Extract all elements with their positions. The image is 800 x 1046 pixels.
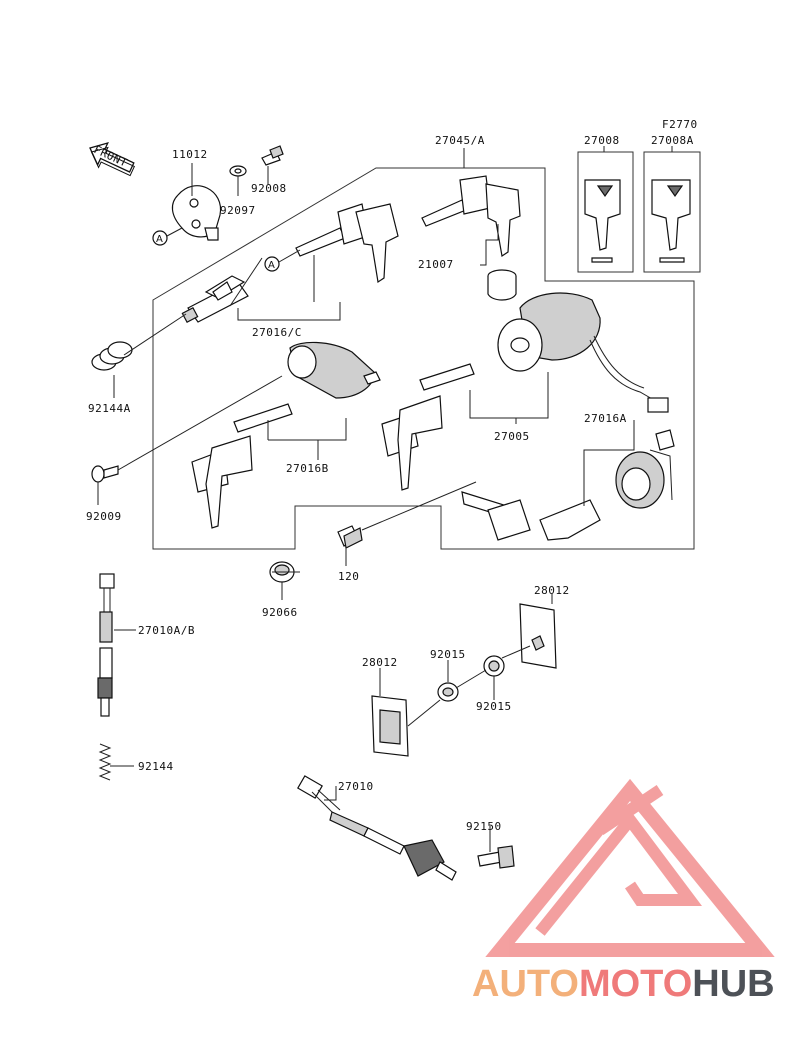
front-direction-arrow	[89, 142, 136, 177]
svg-text:A: A	[156, 234, 163, 245]
callout-labels: 11012 92008 92097 27045/A 27008 27008A 2…	[86, 134, 694, 833]
part-keys-27016c	[295, 203, 399, 284]
part-key-blank-27008	[584, 179, 621, 263]
part-keys-27005	[381, 363, 475, 491]
part-cover-plate-11012	[171, 185, 222, 241]
callout-92015-top: 92015	[430, 648, 466, 661]
part-keys-27016a	[461, 491, 601, 541]
callout-27016a: 27016A	[584, 412, 627, 425]
part-keys-27045a	[421, 175, 521, 258]
part-screw-92008	[261, 145, 284, 166]
callout-11012: 11012	[172, 148, 208, 161]
callout-27010: 27010	[338, 780, 374, 793]
callout-92144: 92144	[138, 760, 174, 773]
callout-92066: 92066	[262, 606, 298, 619]
reference-mark-a-1: A	[152, 230, 168, 246]
part-screw-92009	[91, 465, 119, 483]
svg-text:A: A	[268, 260, 275, 271]
watermark-logo	[485, 778, 775, 957]
main-assembly-frame	[152, 167, 695, 550]
part-plate-28012-left	[371, 695, 409, 757]
callout-27008: 27008	[584, 134, 620, 147]
part-switch-27010ab	[97, 573, 115, 717]
callout-92097: 92097	[220, 204, 256, 217]
callout-92009: 92009	[86, 510, 122, 523]
callout-92015-bottom: 92015	[476, 700, 512, 713]
reference-mark-a-2: A	[264, 256, 280, 272]
callout-27045a: 27045/A	[435, 134, 485, 147]
part-cap-21007	[487, 269, 517, 301]
callout-27005: 27005	[494, 430, 530, 443]
callout-92150: 92150	[466, 820, 502, 833]
callout-28012-right: 28012	[534, 584, 570, 597]
part-ignition-switch-27005	[497, 292, 669, 413]
callout-120: 120	[338, 570, 359, 583]
watermark-text: AUTOMOTOHUB	[472, 963, 775, 1005]
callout-92144a: 92144A	[88, 402, 131, 415]
part-spring-92144a	[91, 341, 133, 371]
part-lock-27016a	[615, 429, 675, 509]
callout-28012-left: 28012	[362, 656, 398, 669]
callout-92008: 92008	[251, 182, 287, 195]
callout-27010ab: 27010A/B	[138, 624, 195, 637]
part-plate-28012-right	[519, 603, 557, 669]
callout-21007: 21007	[418, 258, 454, 271]
key-frame-left	[577, 151, 634, 273]
part-lock-27016b	[287, 341, 381, 399]
leader-lines	[97, 146, 673, 852]
callout-27016c: 27016/C	[252, 326, 302, 339]
part-bolt-120	[337, 525, 363, 549]
part-lock-cylinder-27016c	[181, 275, 249, 324]
figure-code: F2770	[662, 118, 698, 131]
part-key-blank-27008a	[651, 179, 691, 263]
callout-27008a: 27008A	[651, 134, 694, 147]
part-washer-92097	[229, 165, 247, 177]
part-keys-27016b	[191, 403, 293, 529]
part-screw-92150	[477, 845, 515, 869]
part-nut-92015-bottom	[483, 655, 505, 677]
part-nut-92015-top	[437, 682, 459, 702]
callout-27016b: 27016B	[286, 462, 329, 475]
part-switch-27010	[297, 775, 457, 881]
part-spring-92144	[98, 743, 112, 781]
